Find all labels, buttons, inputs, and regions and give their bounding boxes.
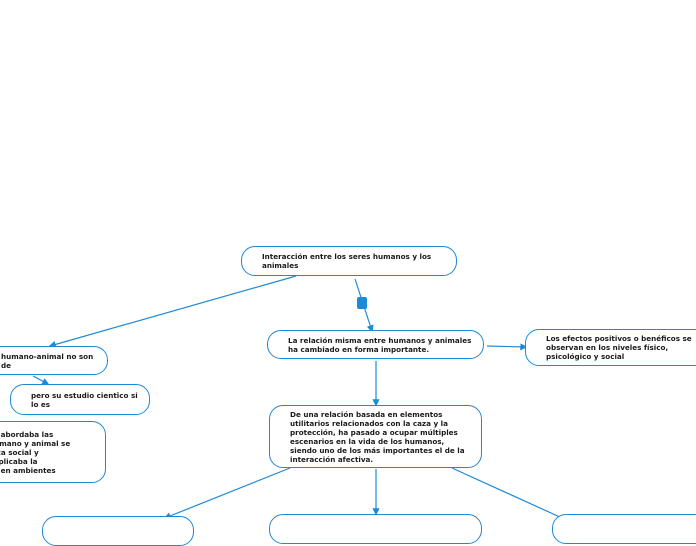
human-animal-node[interactable]: humano-animal no son de <box>0 346 108 375</box>
historical-approach-label: se abordaba las humano y animal se gica … <box>0 429 71 475</box>
evolution-label: De una relación basada en elementos util… <box>290 409 465 464</box>
evolution-node[interactable]: De una relación basada en elementos util… <box>269 405 482 468</box>
scientific-study-node[interactable]: pero su estudio cienti̇̀co si lo es <box>10 384 150 415</box>
link-root-left <box>48 275 297 348</box>
collapse-toggle-icon[interactable] <box>357 297 367 309</box>
relation-change-label: La relación misma entre humanos y animal… <box>288 335 472 354</box>
link-evolution-left <box>163 467 291 520</box>
historical-approach-node[interactable]: se abordaba las humano y animal se gica … <box>0 421 106 483</box>
link-left-scientific <box>32 375 50 385</box>
root-topic-node[interactable]: Interacción entre los seres humanos y lo… <box>241 246 457 276</box>
positive-effects-label: Los efectos positivos o benéficos se obs… <box>546 334 692 361</box>
relation-change-node[interactable]: La relación misma entre humanos y animal… <box>267 330 484 359</box>
link-relation-effects <box>486 343 528 351</box>
positive-effects-node[interactable]: Los efectos positivos o benéficos se obs… <box>525 329 696 366</box>
mind-map-canvas: Interacción entre los seres humanos y lo… <box>0 246 696 546</box>
scientific-study-label: pero su estudio cienti̇̀co si lo es <box>31 390 138 409</box>
human-animal-label: humano-animal no son de <box>1 351 94 370</box>
child-node-bottom-center[interactable] <box>269 514 482 544</box>
connector-lines <box>32 275 563 520</box>
child-node-bottom-right[interactable] <box>552 514 696 544</box>
root-topic-label: Interacción entre los seres humanos y lo… <box>262 252 432 270</box>
link-evolution-right <box>451 467 563 519</box>
child-node-bottom-left[interactable] <box>42 516 194 546</box>
